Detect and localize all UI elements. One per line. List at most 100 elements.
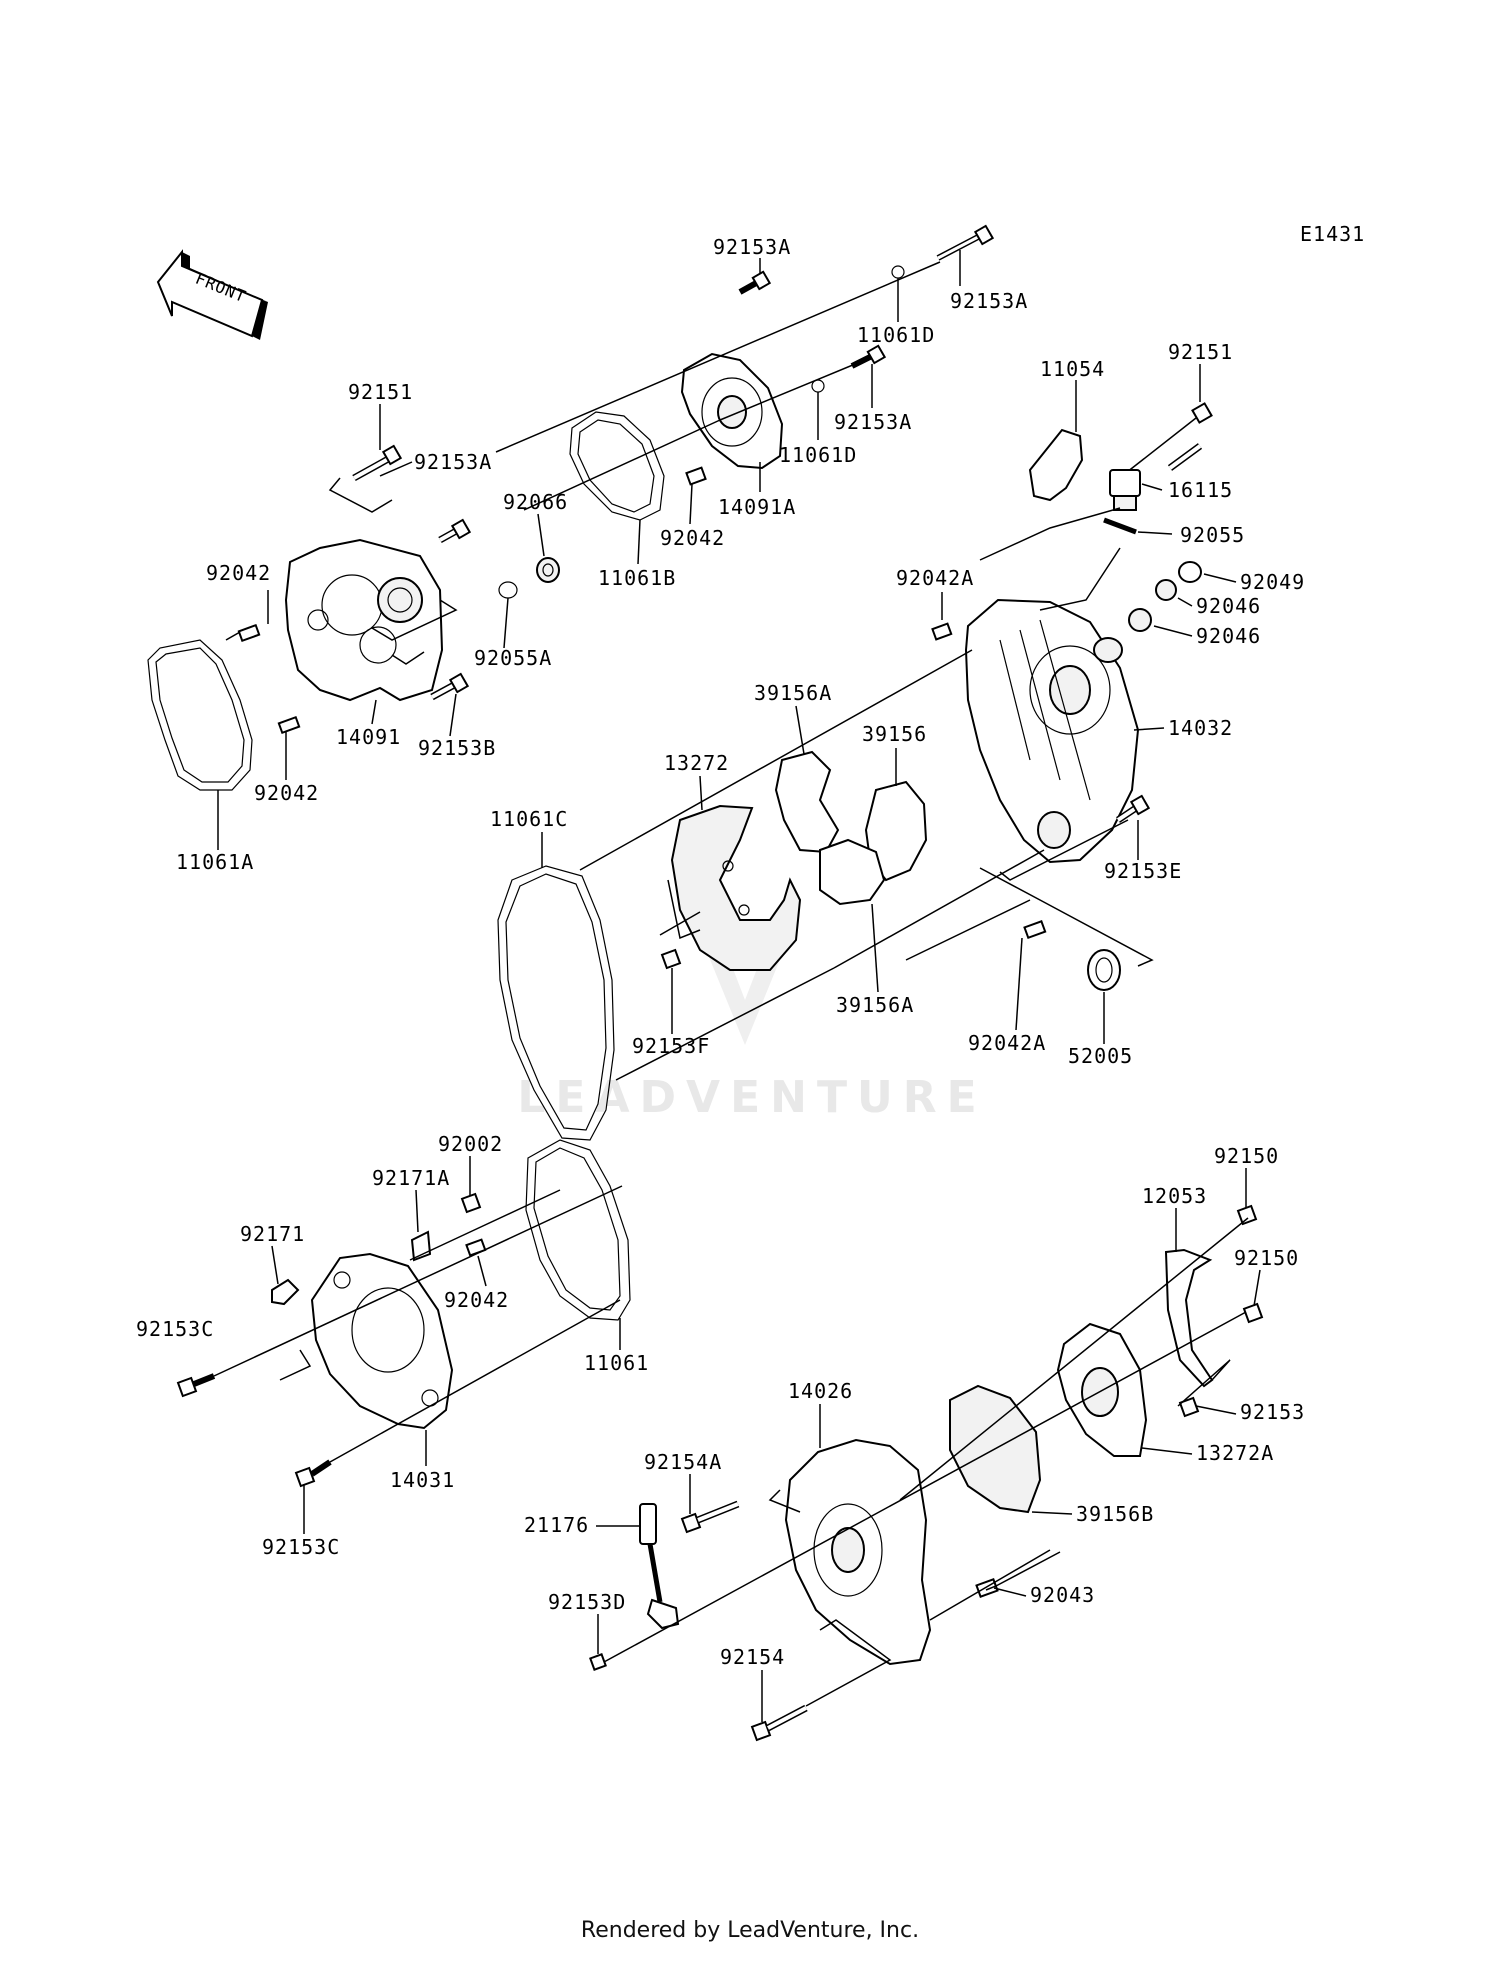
- bolt-92153b: [430, 672, 470, 701]
- label-14091: 14091: [336, 725, 401, 749]
- leader-lines-mid: [579, 507, 1154, 1081]
- label-39156b: 39156B: [1076, 1502, 1154, 1526]
- label-92043: 92043: [1030, 1583, 1095, 1607]
- leader-lines-bottom-left: [213, 1185, 623, 1463]
- bolt-92151-left: [352, 444, 403, 482]
- bolt-92153a-topright: [936, 224, 995, 261]
- label-11061d-2: 11061D: [779, 443, 857, 467]
- bolt-92153-right: [1178, 1396, 1200, 1418]
- bolt-92150-2: [1242, 1302, 1264, 1324]
- dowel-92042-mid: [685, 466, 707, 486]
- label-39156: 39156: [862, 722, 927, 746]
- label-92153a-top: 92153A: [713, 235, 791, 259]
- leader-lines-bottom-right: [603, 1217, 1249, 1707]
- label-92153f: 92153F: [632, 1034, 710, 1058]
- clamp-92171a: [410, 1230, 432, 1262]
- pad-39156: [864, 780, 928, 882]
- plate-13272: [670, 804, 802, 971]
- label-13272: 13272: [664, 751, 729, 775]
- bolt-92151-right: [1167, 402, 1213, 471]
- label-16115: 16115: [1168, 478, 1233, 502]
- label-92153a-mid: 92153A: [834, 410, 912, 434]
- bracket-12053: [1164, 1248, 1214, 1388]
- label-92150-2: 92150: [1234, 1246, 1299, 1270]
- leader-lines-top: [225, 261, 941, 665]
- label-11054: 11054: [1040, 357, 1105, 381]
- label-39156a-bottom: 39156A: [836, 993, 914, 1017]
- bolt-92153c-bottom: [294, 1459, 332, 1488]
- label-92151-left: 92151: [348, 380, 413, 404]
- label-92153d: 92153D: [548, 1590, 626, 1614]
- label-12053: 12053: [1142, 1184, 1207, 1208]
- dowel-92042-bottom: [465, 1238, 487, 1257]
- seal-52005: [1087, 949, 1121, 991]
- gasket-11061c: [497, 865, 615, 1141]
- dowel-92042-lower: [277, 715, 301, 735]
- oring-92055a: [498, 581, 518, 599]
- gasket-11061a: [147, 639, 253, 791]
- label-21176: 21176: [524, 1513, 589, 1537]
- label-92153a-tr: 92153A: [950, 289, 1028, 313]
- oring-92055: [1103, 517, 1137, 535]
- label-14031: 14031: [390, 1468, 455, 1492]
- label-92042-mid: 92042: [660, 526, 725, 550]
- label-92042-bottom: 92042: [444, 1288, 509, 1312]
- pad-39156a-top: [774, 750, 840, 854]
- bolt-92153a-left: [438, 518, 472, 544]
- label-92002: 92002: [438, 1132, 503, 1156]
- bearing-92046-2: [1128, 608, 1152, 632]
- plug-16115: [1109, 469, 1141, 511]
- dowel-92042a-bot: [1023, 920, 1047, 940]
- label-92055: 92055: [1180, 523, 1245, 547]
- label-92055a: 92055A: [474, 646, 552, 670]
- label-92153a-left: 92153A: [414, 450, 492, 474]
- pad-39156a-bottom: [819, 838, 886, 906]
- rendered-by-footer: Rendered by LeadVenture, Inc.: [580, 1918, 920, 1943]
- seal-92066: [536, 557, 560, 583]
- label-92066: 92066: [503, 490, 568, 514]
- bolt-92154a: [680, 1500, 740, 1534]
- label-92151-right: 92151: [1168, 340, 1233, 364]
- label-92153e: 92153E: [1104, 859, 1182, 883]
- label-11061c: 11061C: [490, 807, 568, 831]
- watermark-text: LEADVENTURE: [517, 1072, 986, 1123]
- label-11061b: 11061B: [598, 566, 676, 590]
- bolt-92153a-mid: [850, 344, 887, 369]
- label-92153: 92153: [1240, 1400, 1305, 1424]
- label-14026: 14026: [788, 1379, 853, 1403]
- dowel-92042-upper: [237, 623, 261, 643]
- label-92171: 92171: [240, 1222, 305, 1246]
- cover-14091: [284, 538, 444, 702]
- label-92150-1: 92150: [1214, 1144, 1279, 1168]
- label-92042a-bottom: 92042A: [968, 1031, 1046, 1055]
- label-92046-2: 92046: [1196, 624, 1261, 648]
- label-leaders: [217, 250, 1261, 1722]
- gasket-11061b: [569, 411, 665, 521]
- bracket-11054: [1028, 428, 1084, 502]
- bolt-92154: [750, 1704, 808, 1742]
- label-92046-1: 92046: [1196, 594, 1261, 618]
- label-92153c-bottom: 92153C: [262, 1535, 340, 1559]
- washer-11061d-1: [891, 265, 905, 279]
- sensor-21176: [639, 1503, 680, 1630]
- label-92171a: 92171A: [372, 1166, 450, 1190]
- diagram-code: E1431: [1300, 222, 1365, 246]
- label-92153c-top: 92153C: [136, 1317, 214, 1341]
- label-11061a: 11061A: [176, 850, 254, 874]
- gasket-11061: [525, 1139, 631, 1321]
- label-14032: 14032: [1168, 716, 1233, 740]
- label-92042-low: 92042: [254, 781, 319, 805]
- bearing-92046-1: [1155, 579, 1177, 601]
- bolt-92153a-top: [738, 270, 772, 295]
- label-14091a: 14091A: [718, 495, 796, 519]
- clutch-cover-14032: [964, 598, 1140, 864]
- bolt-92153f: [660, 948, 682, 970]
- cover-14031: [310, 1252, 454, 1430]
- label-39156a-top: 39156A: [754, 681, 832, 705]
- label-92049: 92049: [1240, 570, 1305, 594]
- dowel-92042a-top: [931, 622, 953, 641]
- label-92154: 92154: [720, 1645, 785, 1669]
- bolt-92153c-top: [176, 1373, 216, 1398]
- front-arrow-icon: FRONT: [156, 249, 268, 340]
